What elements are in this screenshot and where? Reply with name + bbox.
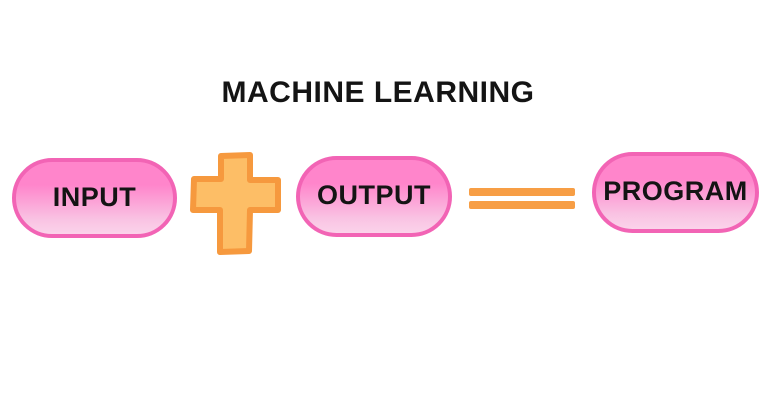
page-title: MACHINE LEARNING [221, 76, 535, 109]
equals-top-bar [469, 188, 575, 196]
output-node-label: OUTPUT [317, 180, 431, 210]
input-node-label: INPUT [52, 181, 137, 212]
equals-icon [469, 188, 575, 210]
input-node: INPUT [12, 158, 177, 238]
program-node: PROGRAM [592, 152, 759, 233]
plus-icon [188, 150, 284, 258]
output-node: OUTPUT [296, 156, 452, 237]
program-node-label: PROGRAM [603, 176, 748, 206]
equals-bottom-bar [469, 201, 575, 209]
